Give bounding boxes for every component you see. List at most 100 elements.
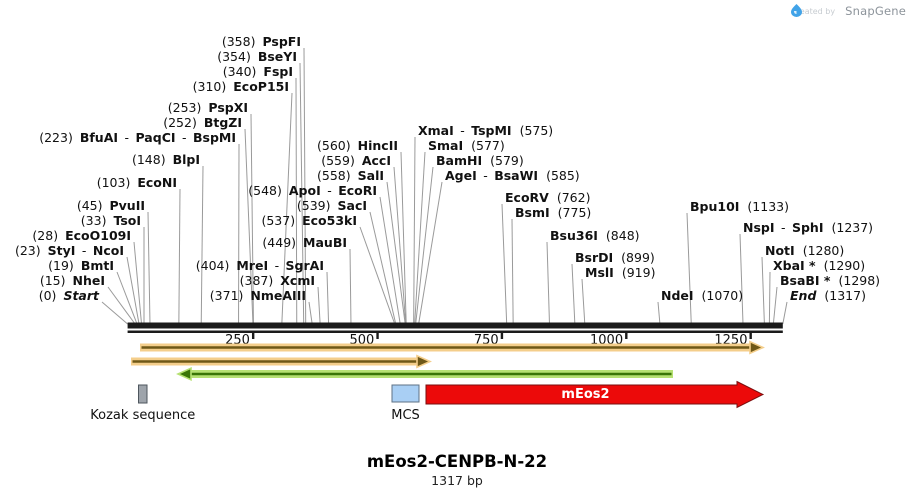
backbone-bar (127, 322, 783, 329)
site-label-bpu10i[interactable]: Bpu10I(1133) (690, 199, 789, 214)
site-label-ndei[interactable]: NdeI(1070) (661, 288, 744, 303)
site-leader-line (244, 128, 254, 325)
site-leader-line (379, 196, 401, 325)
site-leader-line (359, 226, 396, 325)
plasmid-title: mEos2-CENPB-N-22 (366, 452, 548, 471)
site-label-styi[interactable]: (23)StyI - NcoI (14, 243, 124, 258)
watermark-created-by-text: Created by (791, 6, 836, 16)
site-label-bsmi[interactable]: BsmI(775) (515, 205, 592, 220)
site-leader-line (281, 92, 293, 325)
site-label-bsu36i[interactable]: Bsu36I(848) (550, 228, 640, 243)
site-leader-line (686, 212, 692, 325)
site-label-xmai[interactable]: XmaI - TspMI(575) (418, 123, 554, 138)
site-label-tsoi[interactable]: (33)TsoI (80, 213, 141, 228)
site-leader-line (571, 263, 576, 325)
ruler-tick (625, 330, 628, 339)
site-leader-line (418, 181, 443, 325)
site-leader-line (393, 166, 407, 325)
site-label-nhei[interactable]: (15)NheI (39, 273, 105, 288)
site-leader-line (101, 301, 128, 325)
site-leader-line (116, 271, 138, 325)
site-label-smai[interactable]: SmaI(577) (428, 138, 505, 153)
site-label-pspfi[interactable]: (358)PspFI (221, 34, 301, 49)
site-label-pspxi[interactable]: (253)PspXI (167, 100, 248, 115)
feature-label-mcs: MCS (391, 408, 420, 423)
site-leader-line (761, 256, 765, 325)
ruler-tick (376, 330, 379, 339)
primer-forward-long-arrowhead-icon (749, 340, 765, 355)
site-leader-line (126, 256, 140, 325)
watermark-brand-text: SnapGene (845, 4, 906, 18)
site-label-xbai[interactable]: XbaI *(1290) (773, 258, 866, 273)
site-label-bseyi[interactable]: (354)BseYI (217, 49, 297, 64)
site-leader-line (250, 113, 254, 325)
site-label-bmti[interactable]: (19)BmtI (48, 258, 114, 273)
site-label-mrei[interactable]: (404)MreI - SgrAI (195, 258, 324, 273)
site-label-pvuii[interactable]: (45)PvuII (76, 198, 145, 213)
primer-reverse-arrowhead-icon (176, 366, 192, 382)
site-leader-line (400, 151, 407, 325)
site-label-btgzi[interactable]: (252)BtgZI (163, 115, 242, 130)
site-label-end[interactable]: End(1317) (790, 288, 866, 303)
site-label-nspi[interactable]: NspI - SphI(1237) (743, 220, 874, 235)
ruler-line (127, 330, 783, 333)
site-label-msli[interactable]: MslI(919) (585, 265, 656, 280)
site-leader-line (295, 77, 298, 325)
site-leader-line (299, 62, 305, 325)
site-label-ecorv[interactable]: EcoRV(762) (505, 190, 591, 205)
site-leader-line (581, 278, 586, 325)
site-leader-line (147, 211, 151, 325)
site-leader-line (317, 286, 321, 325)
site-label-apoi[interactable]: (548)ApoI - EcoRI (248, 183, 377, 198)
site-leader-line (178, 188, 181, 325)
site-leader-line (782, 301, 788, 325)
site-label-econi[interactable]: (103)EcoNI (96, 175, 177, 190)
site-label-blpi[interactable]: (148)BlpI (131, 152, 200, 167)
site-label-bsabi[interactable]: BsaBI *(1298) (780, 273, 881, 288)
site-leader-line (739, 233, 744, 325)
site-leader-line (772, 286, 778, 325)
site-label-ecop15i[interactable]: (310)EcoP15I (192, 79, 289, 94)
site-leader-line (200, 165, 204, 325)
feature-kozak[interactable] (138, 384, 148, 404)
site-leader-line (414, 151, 426, 325)
site-label-acci[interactable]: (559)AccI (321, 153, 391, 168)
site-label-hincii[interactable]: (560)HincII (317, 138, 398, 153)
site-label-start[interactable]: (0)Start (38, 288, 99, 303)
ruler-tick (251, 330, 255, 339)
feature-label-meos2: mEos2 (561, 386, 610, 402)
site-label-agei[interactable]: AgeI - BsaWI(585) (445, 168, 580, 183)
watermark: Created by SnapGene (791, 4, 906, 18)
site-leader-line (386, 181, 406, 325)
site-label-noti[interactable]: NotI(1280) (765, 243, 845, 258)
site-label-saci[interactable]: (539)SacI (296, 198, 367, 213)
site-leader-line (308, 301, 313, 325)
site-label-ecoo109i[interactable]: (28)EcoO109I (32, 228, 131, 243)
site-label-maubi[interactable]: (449)MauBI (262, 235, 347, 250)
site-label-xcmi[interactable]: (387)XcmI (239, 273, 315, 288)
site-leader-line (657, 301, 661, 325)
site-leader-line (415, 166, 434, 325)
feature-meos2[interactable] (425, 380, 765, 409)
site-leader-line (349, 248, 352, 325)
site-label-bsrdi[interactable]: BsrDI(899) (575, 250, 655, 265)
site-label-bfuai[interactable]: (223)BfuAI - PaqCI - BspMI (39, 130, 236, 145)
site-leader-line (326, 271, 330, 325)
site-leader-line (413, 136, 416, 325)
plasmid-length: 1317 bp (431, 473, 483, 488)
feature-mcs[interactable] (391, 384, 420, 403)
site-label-sali[interactable]: (558)SalI (317, 168, 384, 183)
site-label-bamhi[interactable]: BamHI(579) (436, 153, 524, 168)
site-leader-line (107, 286, 136, 325)
site-leader-line (511, 218, 514, 325)
ruler-tick (749, 330, 752, 339)
site-label-nmeaiii[interactable]: (371)NmeAIII (209, 288, 306, 303)
site-leader-line (369, 211, 397, 325)
site-label-eco53ki[interactable]: (537)Eco53kI (261, 213, 357, 228)
site-leader-line (303, 47, 307, 325)
site-label-fspi[interactable]: (340)FspI (222, 64, 293, 79)
feature-label-kozak: Kozak sequence (90, 408, 196, 423)
